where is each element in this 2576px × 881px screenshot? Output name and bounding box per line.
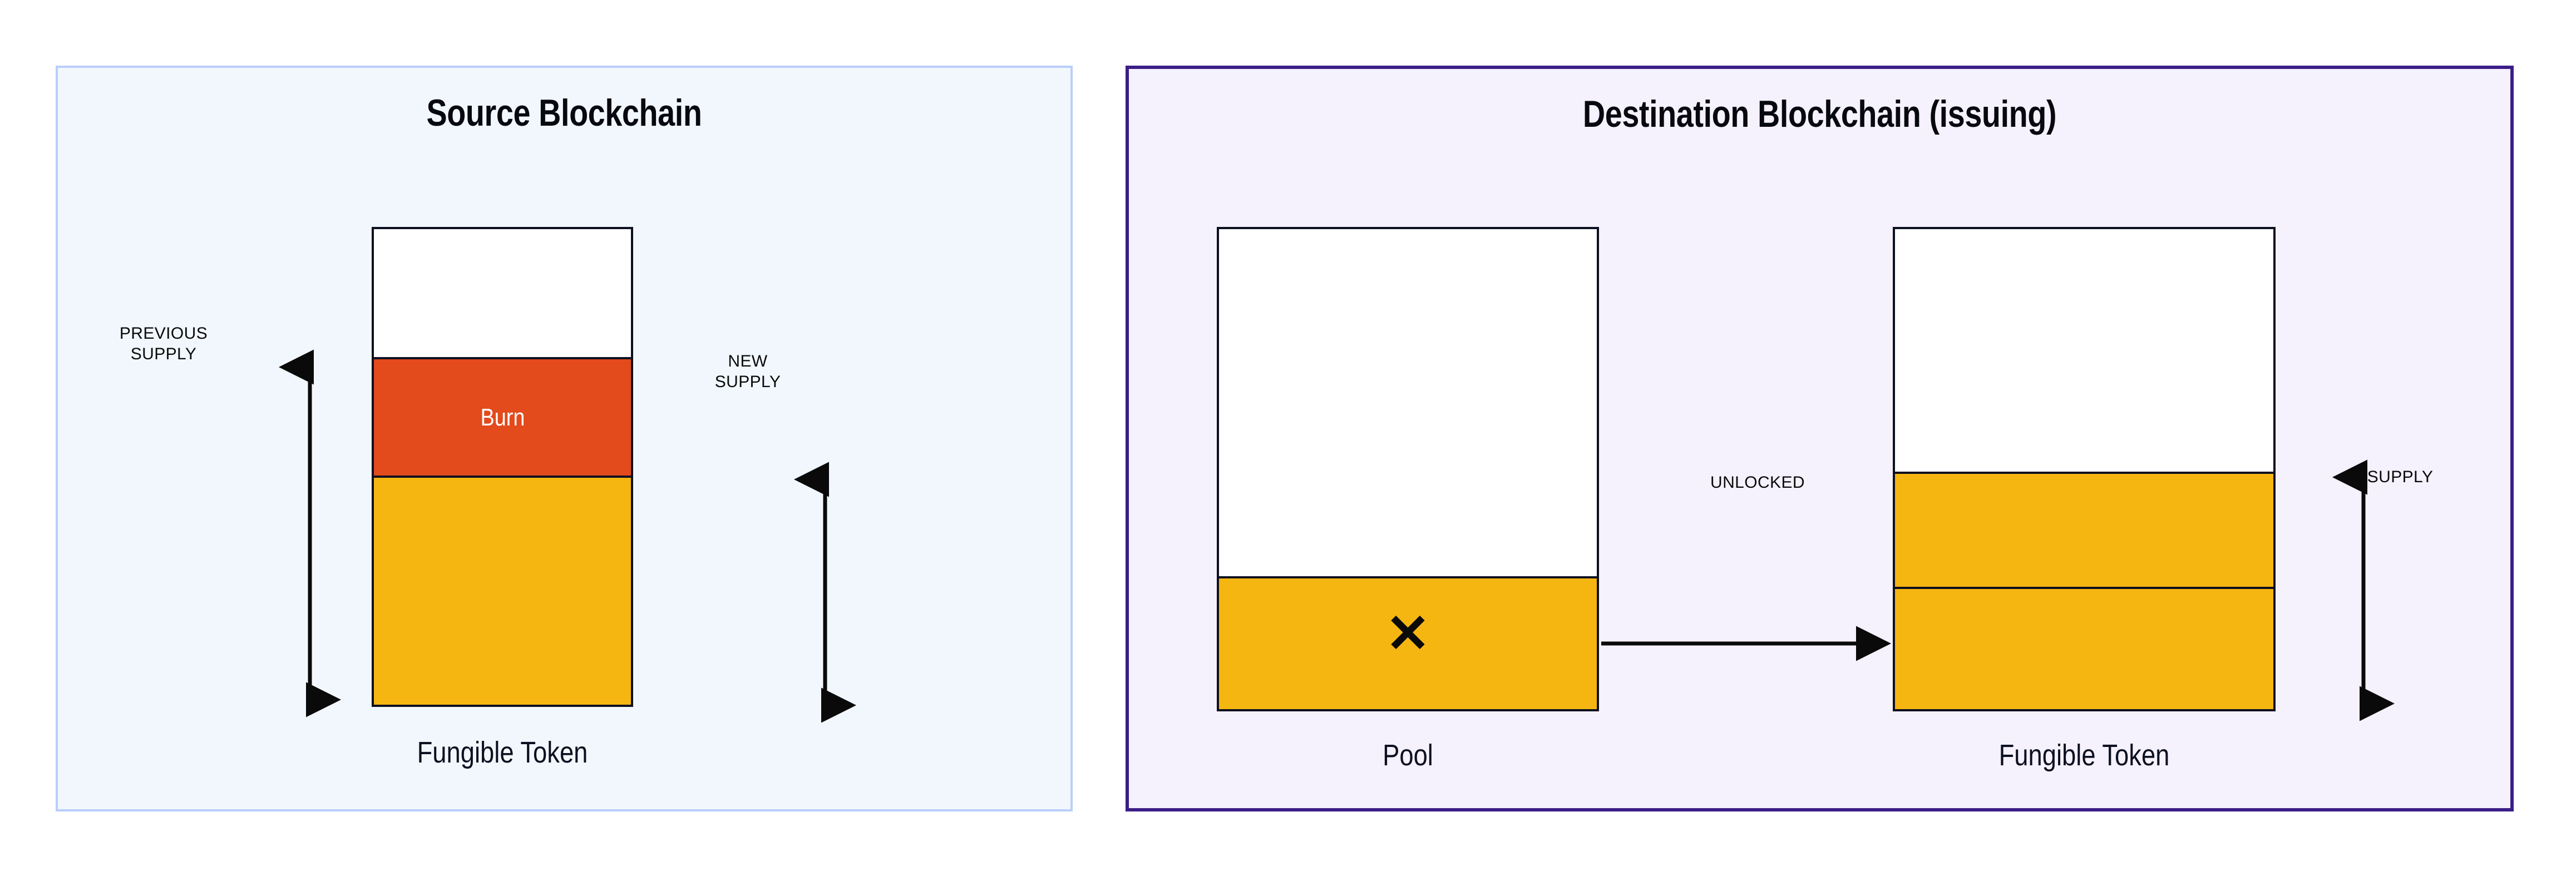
unlocked-flow-label: UNLOCKED xyxy=(1710,473,1805,492)
destination-bar-caption: Fungible Token xyxy=(1998,739,2170,772)
pool-locked-segment: ✕ xyxy=(1219,576,1597,709)
destination-token-supply-bar xyxy=(1893,227,2276,711)
destination-existing-segment xyxy=(1895,587,2273,709)
pool-bar: ✕ xyxy=(1217,227,1599,711)
previous-supply-label: PREVIOUS SUPPLY xyxy=(119,324,208,363)
pool-removed-x-icon: ✕ xyxy=(1385,604,1430,664)
burn-segment-label: Burn xyxy=(480,403,525,431)
destination-minted-segment xyxy=(1895,472,2273,587)
destination-blockchain-panel: Destination Blockchain (issuing) ✕ Pool … xyxy=(1126,66,2514,811)
new-supply-label: NEW SUPPLY xyxy=(714,352,781,391)
source-blockchain-panel: Source Blockchain Burn Fungible Token PR… xyxy=(56,66,1073,811)
pool-bar-caption: Pool xyxy=(1383,739,1433,772)
burn-segment: Burn xyxy=(374,357,631,478)
source-bar-caption: Fungible Token xyxy=(417,736,588,769)
source-token-supply-bar: Burn xyxy=(372,227,633,707)
source-new-supply-segment xyxy=(374,478,631,705)
destination-supply-label: SUPPLY xyxy=(2367,468,2434,486)
destination-panel-title: Destination Blockchain (issuing) xyxy=(1582,93,2057,135)
source-panel-title: Source Blockchain xyxy=(426,92,702,134)
